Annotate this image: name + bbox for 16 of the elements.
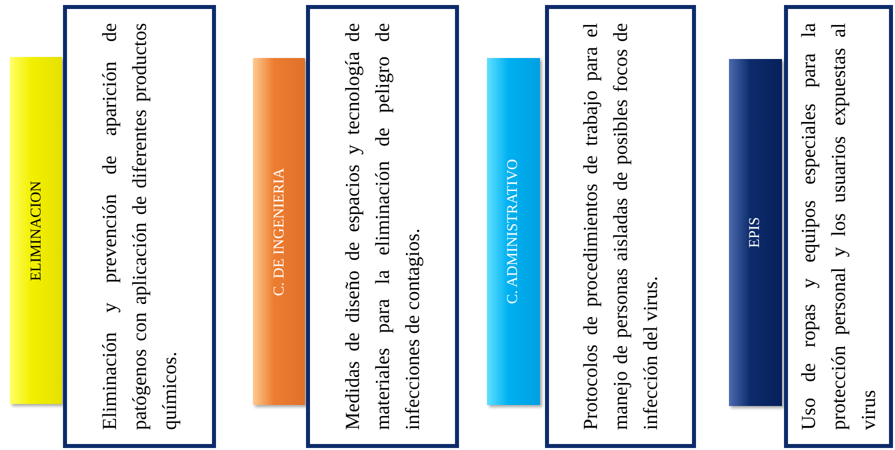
category-bar bbox=[729, 59, 782, 406]
category-bar bbox=[487, 58, 540, 405]
description-box bbox=[545, 5, 696, 448]
description-text: Medidas de diseño de espacios y tecnología de materiales para la eliminación de peligro de infecciones de contagios. bbox=[340, 22, 424, 432]
description-box bbox=[306, 5, 459, 448]
description-box bbox=[63, 5, 216, 448]
category-bar bbox=[10, 57, 62, 404]
description-text: Uso de ropas y equipos especiales para la protección personal y los usuarios expuestas al virus bbox=[796, 22, 880, 432]
description-text: Protocolos de procedimientos de trabajo para el manejo de personas aisladas de posibles focos de infección del virus. bbox=[578, 22, 662, 432]
category-label: EPIS bbox=[746, 216, 764, 250]
description-text: Eliminación y prevención de aparición de patógenos con aplicación de diferentes productos químicos. bbox=[98, 22, 182, 432]
category-label: C. ADMINISTRATIVO bbox=[504, 158, 522, 306]
category-label: ELIMINACION bbox=[26, 180, 44, 283]
category-bar bbox=[253, 58, 305, 405]
category-label: C. DE INGENIERIA bbox=[270, 166, 288, 298]
description-box bbox=[784, 5, 893, 448]
